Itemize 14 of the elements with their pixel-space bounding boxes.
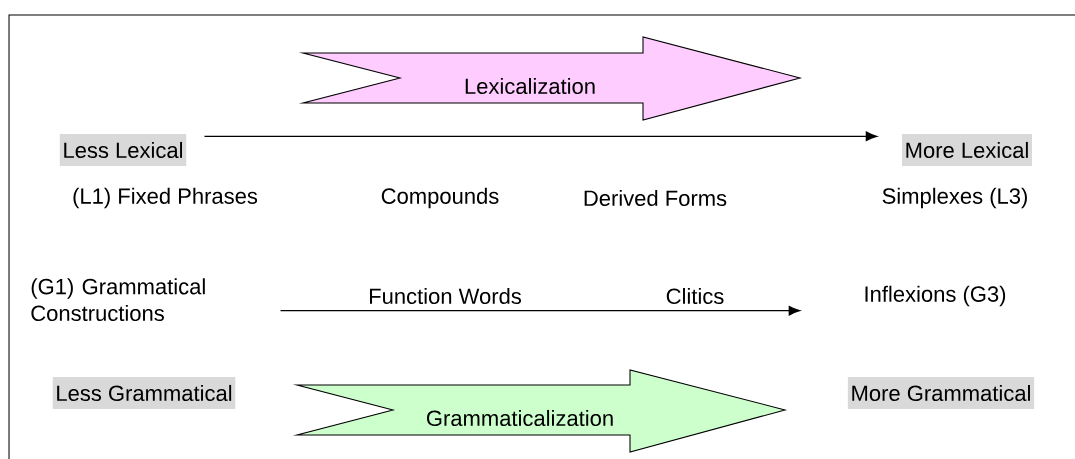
highlighted-label: Less Grammatical	[52, 376, 236, 410]
category-label: Clitics	[666, 287, 724, 305]
arrow	[279, 305, 801, 316]
category-label: (G1) Grammatical Constructions	[31, 278, 205, 322]
category-label: Function Words	[370, 287, 522, 305]
category-label: Derived Forms	[584, 189, 727, 207]
category-label: Compounds	[381, 187, 499, 209]
arrow	[203, 131, 878, 142]
highlighted-label: Less Lexical	[59, 133, 187, 167]
highlighted-label: More Lexical	[901, 133, 1033, 167]
highlighted-label: More Grammatical	[847, 376, 1035, 410]
category-label: Inflexions (G3)	[865, 285, 1006, 307]
category-label: Simplexes (L3)	[882, 187, 1027, 209]
category-label: (L1) Fixed Phrases	[73, 187, 258, 209]
